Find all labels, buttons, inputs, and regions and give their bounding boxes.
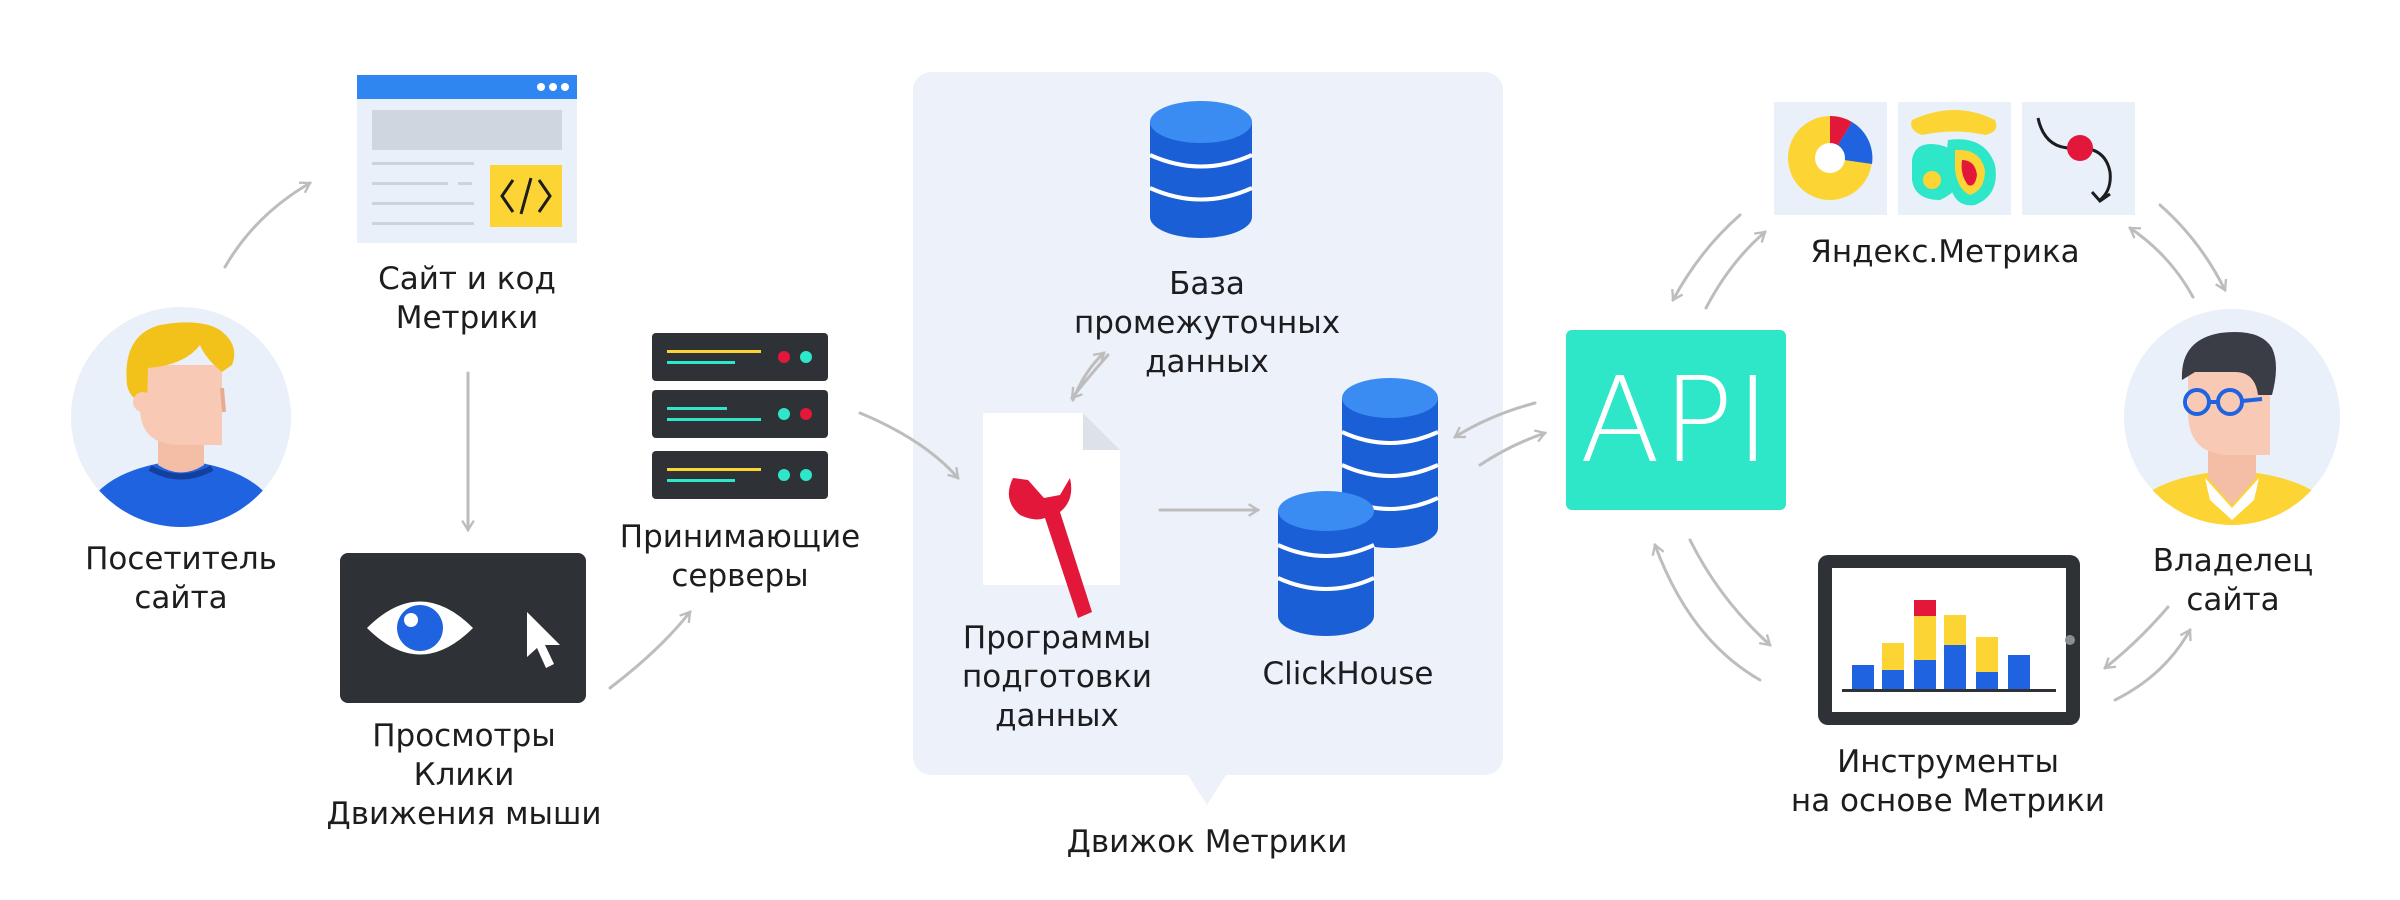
- arrow-clickhouse-to-api: [1478, 429, 1548, 467]
- database-icon: [1277, 491, 1375, 636]
- arrow-metrika-to-owner: [2158, 203, 2228, 292]
- arrow-owner-to-tools: [2103, 605, 2170, 670]
- engine-label: Движок Метрики: [1066, 824, 1348, 860]
- eye-icon: [367, 601, 473, 655]
- cursor-icon: [527, 612, 560, 668]
- arrow-metrika-to-api: [1671, 213, 1742, 302]
- arrow-owner-to-metrika: [2128, 226, 2195, 299]
- path-icon: [2022, 102, 2135, 215]
- arrow-servers-to-engine: [858, 411, 960, 480]
- yandex-metrika-label: Яндекс.Метрика: [1810, 234, 2080, 270]
- owner-avatar: [2124, 309, 2340, 525]
- wrench-document-icon: [983, 413, 1120, 618]
- code-icon: [490, 165, 562, 227]
- events-panel: [340, 553, 586, 703]
- arrow-visitor-to-site: [223, 181, 312, 269]
- api-box: [1566, 330, 1786, 510]
- visitor-avatar: [71, 307, 291, 527]
- arrow-tools-to-api: [1651, 542, 1762, 682]
- arrow-api-to-metrika: [1704, 230, 1767, 310]
- arrow-api-to-tools: [1688, 538, 1772, 647]
- bar-chart-monitor-icon: [1818, 555, 2080, 725]
- arrow-api-to-clickhouse: [1453, 401, 1537, 439]
- pie-chart-icon: [1774, 102, 1887, 215]
- arrow-db-to-prep: [1070, 353, 1110, 400]
- database-icon: [1149, 101, 1253, 238]
- flow-arrows: [223, 181, 2228, 702]
- heatmap-icon: [1898, 102, 2011, 215]
- arrow-events-to-servers: [608, 610, 692, 690]
- server-rack-icon: [652, 333, 828, 499]
- api-label: API: [1579, 351, 1773, 489]
- clickhouse-label: ClickHouse: [1262, 656, 1434, 692]
- arrow-tools-to-owner: [2113, 628, 2192, 702]
